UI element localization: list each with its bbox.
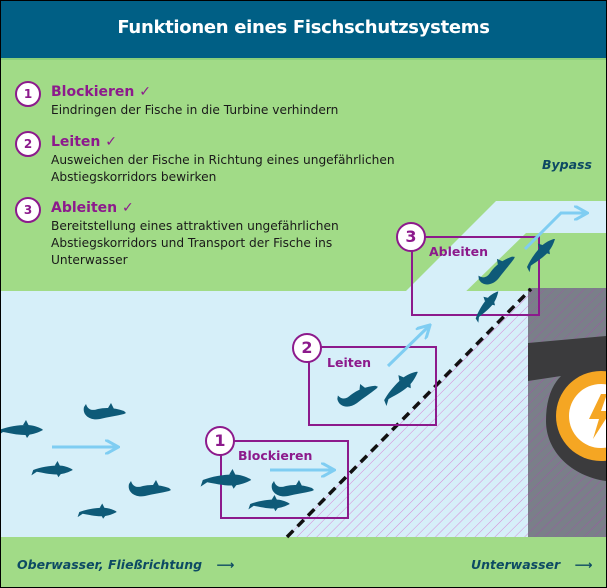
downstream-label: Unterwasser ⟶: [471, 557, 593, 572]
check-icon: ✓: [121, 200, 134, 216]
zone-label-2: Leiten: [327, 355, 372, 370]
upstream-label: Oberwasser, Fließrichtung ⟶: [17, 557, 235, 572]
arrow-right-icon: ⟶: [574, 557, 593, 572]
page-title: Funktionen eines Fischschutzsystems: [117, 17, 490, 38]
zone-box-2: [308, 346, 437, 426]
function-description: Bereitstellung eines attraktiven ungefäh…: [51, 219, 339, 267]
function-heading: Blockieren ✓: [51, 84, 151, 100]
bypass-label: Bypass: [542, 157, 592, 172]
land-bank: [521, 233, 606, 287]
zone-box-3: [411, 236, 540, 316]
title-bar: Funktionen eines Fischschutzsystems: [1, 1, 606, 60]
zone-label-1: Blockieren: [238, 448, 313, 463]
bypass-channel: [396, 201, 606, 301]
number-badge: 1: [15, 81, 41, 107]
turbine-power-icon: [556, 371, 606, 461]
function-heading: Leiten ✓: [51, 134, 117, 150]
arrow-right-icon: ⟶: [216, 557, 235, 572]
function-description: Eindringen der Fische in die Turbine ver…: [51, 103, 339, 117]
check-icon: ✓: [139, 84, 151, 100]
function-description: Ausweichen der Fische in Richtung eines …: [51, 153, 395, 184]
zone-label-3: Ableiten: [429, 244, 489, 259]
flow-arrow-icon: [386, 326, 429, 368]
flow-arrow-icon: [523, 213, 586, 251]
function-heading: Ableiten ✓: [51, 200, 134, 216]
number-badge: 2: [15, 131, 41, 157]
number-badge: 3: [15, 197, 41, 223]
check-icon: ✓: [105, 134, 117, 150]
fish-screen-line: [285, 287, 533, 539]
